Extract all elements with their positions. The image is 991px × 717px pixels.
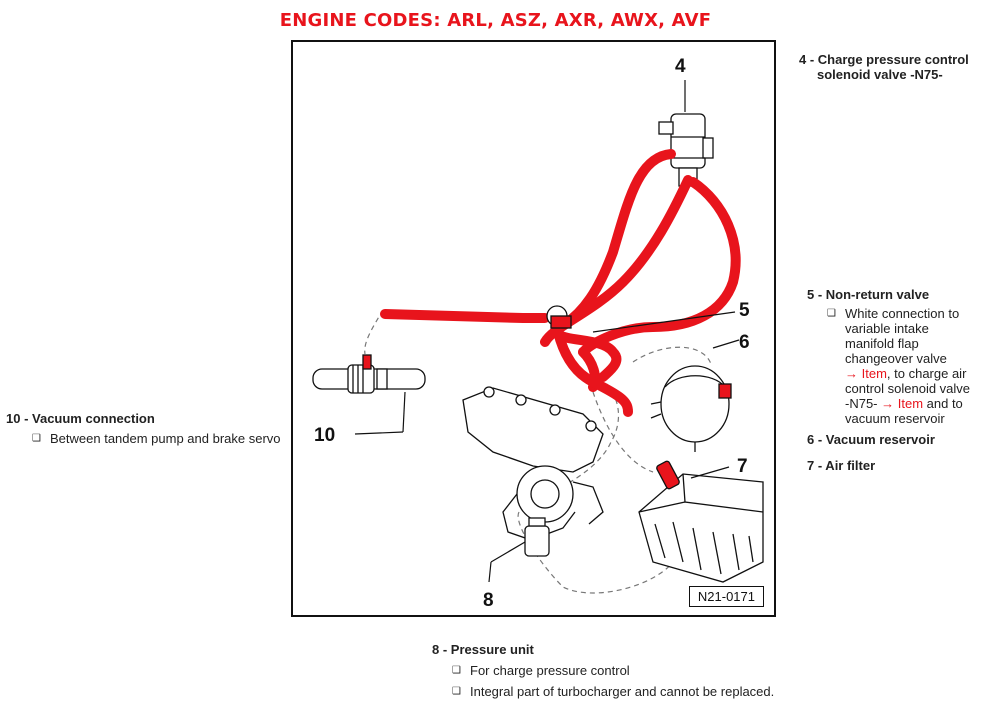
- item-10-description: 10 - Vacuum connection ❑ Between tandem …: [6, 411, 281, 446]
- item-5-line: → Item, to charge air: [845, 366, 989, 381]
- item-8-description: 8 - Pressure unit ❑ For charge pressure …: [432, 642, 774, 699]
- callout-5: 5: [739, 300, 750, 321]
- item-link[interactable]: → Item: [845, 366, 887, 381]
- non-return-valve: [546, 305, 572, 329]
- vacuum-reservoir: [650, 365, 732, 452]
- diagram-frame: 4 5 6 7 8 10 N21-0171: [291, 40, 776, 617]
- callout-7: 7: [737, 456, 748, 477]
- bullet-icon: ❑: [32, 433, 41, 444]
- item-link[interactable]: → Item: [881, 396, 924, 411]
- callout-4: 4: [675, 56, 686, 77]
- item-5-text: and to: [923, 396, 963, 411]
- bullet-icon: ❑: [827, 308, 836, 319]
- vacuum-hose-diagram: [312, 80, 764, 594]
- item-10-bullet: ❑ Between tandem pump and brake servo: [6, 431, 281, 446]
- callout-8: 8: [483, 590, 494, 611]
- item-4-heading-line2: solenoid valve -N75-: [817, 67, 943, 82]
- item-5-line: control solenoid valve: [845, 381, 971, 396]
- item-5-line: variable intake: [845, 321, 929, 336]
- item-5-text: , to charge air: [886, 366, 967, 381]
- item-8-text: For charge pressure control: [470, 663, 630, 678]
- item-5-line: manifold flap: [845, 336, 919, 351]
- item-5-heading: 5 - Non-return valve: [807, 287, 930, 302]
- item-5-line: White connection to: [845, 306, 960, 321]
- leader-lines: [354, 80, 740, 583]
- item-5-text: -N75-: [845, 396, 882, 411]
- item-4-description: 4 - Charge pressure control solenoid val…: [799, 52, 969, 82]
- item-10-text: Between tandem pump and brake servo: [50, 431, 281, 446]
- item-5-line: vacuum reservoir: [845, 411, 945, 426]
- item-7-description: 7 - Air filter: [807, 458, 875, 473]
- item-8-text: Integral part of turbocharger and cannot…: [470, 684, 775, 699]
- callout-10: 10: [314, 425, 336, 446]
- item-8-heading: 8 - Pressure unit: [432, 642, 534, 657]
- bullet-icon: ❑: [452, 665, 461, 676]
- item-5-bullet: ❑ White connection to variable intake ma…: [807, 306, 989, 426]
- page-title: ENGINE CODES: ARL, ASZ, AXR, AWX, AVF: [279, 10, 712, 31]
- vacuum-connection-pipe: [312, 354, 426, 394]
- item-5-description: 5 - Non-return valve ❑ White connection …: [807, 287, 989, 426]
- item-8-bullet: ❑ For charge pressure control: [432, 663, 774, 678]
- item-6-heading: 6 - Vacuum reservoir: [807, 432, 935, 447]
- bullet-icon: ❑: [452, 686, 461, 697]
- item-6-description: 6 - Vacuum reservoir: [807, 432, 935, 447]
- figure-code: N21-0171: [688, 586, 764, 607]
- item-7-heading: 7 - Air filter: [807, 458, 876, 473]
- item-4-heading-line1: 4 - Charge pressure control: [799, 52, 969, 67]
- turbocharger-manifold: [462, 386, 604, 557]
- item-10-heading: 10 - Vacuum connection: [6, 411, 155, 426]
- item-8-bullet: ❑ Integral part of turbocharger and cann…: [432, 684, 774, 699]
- item-5-line: changeover valve: [845, 351, 947, 366]
- callout-6: 6: [739, 332, 750, 353]
- air-filter: [638, 460, 764, 583]
- item-5-line: -N75- → Item and to: [845, 396, 989, 411]
